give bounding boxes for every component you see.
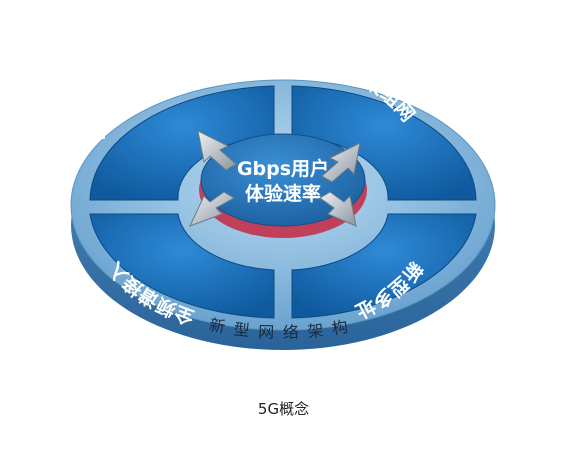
center-line-2: 体验速率 [245,182,321,205]
figure-caption: 5G概念 [257,400,310,418]
segments [89,85,477,319]
arrow-top-right-icon [321,142,361,183]
center-hub [200,133,366,227]
segment-top-left [89,85,275,201]
arrow-top-left-icon [197,130,237,171]
arrow-bottom-left-icon [189,191,235,227]
segment-bottom-right [291,213,477,319]
center-line-1: Gbps用户 [237,157,329,180]
arrow-bottom-right-icon [319,191,357,227]
segment-bottom-left [89,213,275,319]
segment-top-right [291,85,477,201]
arrows [189,130,361,227]
